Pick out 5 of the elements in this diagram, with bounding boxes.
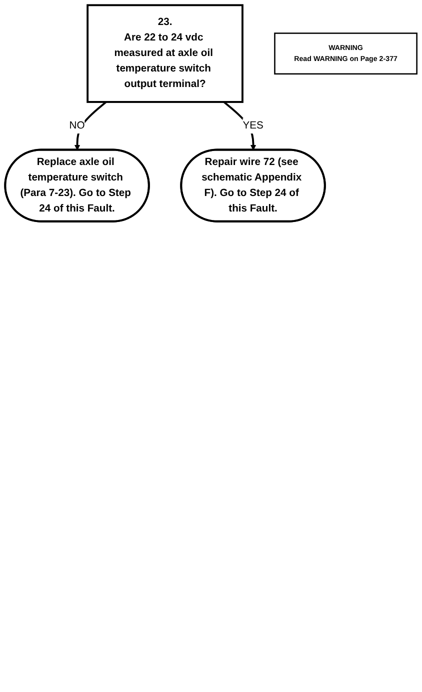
arrow bbox=[74, 101, 107, 150]
node-box: 23. Are 22 to 24 vdc measured at axle oil temperature switch output terminal? bbox=[86, 4, 244, 103]
edge-label: YES bbox=[242, 120, 264, 132]
edge-label: NO bbox=[69, 120, 85, 132]
arrow bbox=[223, 101, 256, 150]
